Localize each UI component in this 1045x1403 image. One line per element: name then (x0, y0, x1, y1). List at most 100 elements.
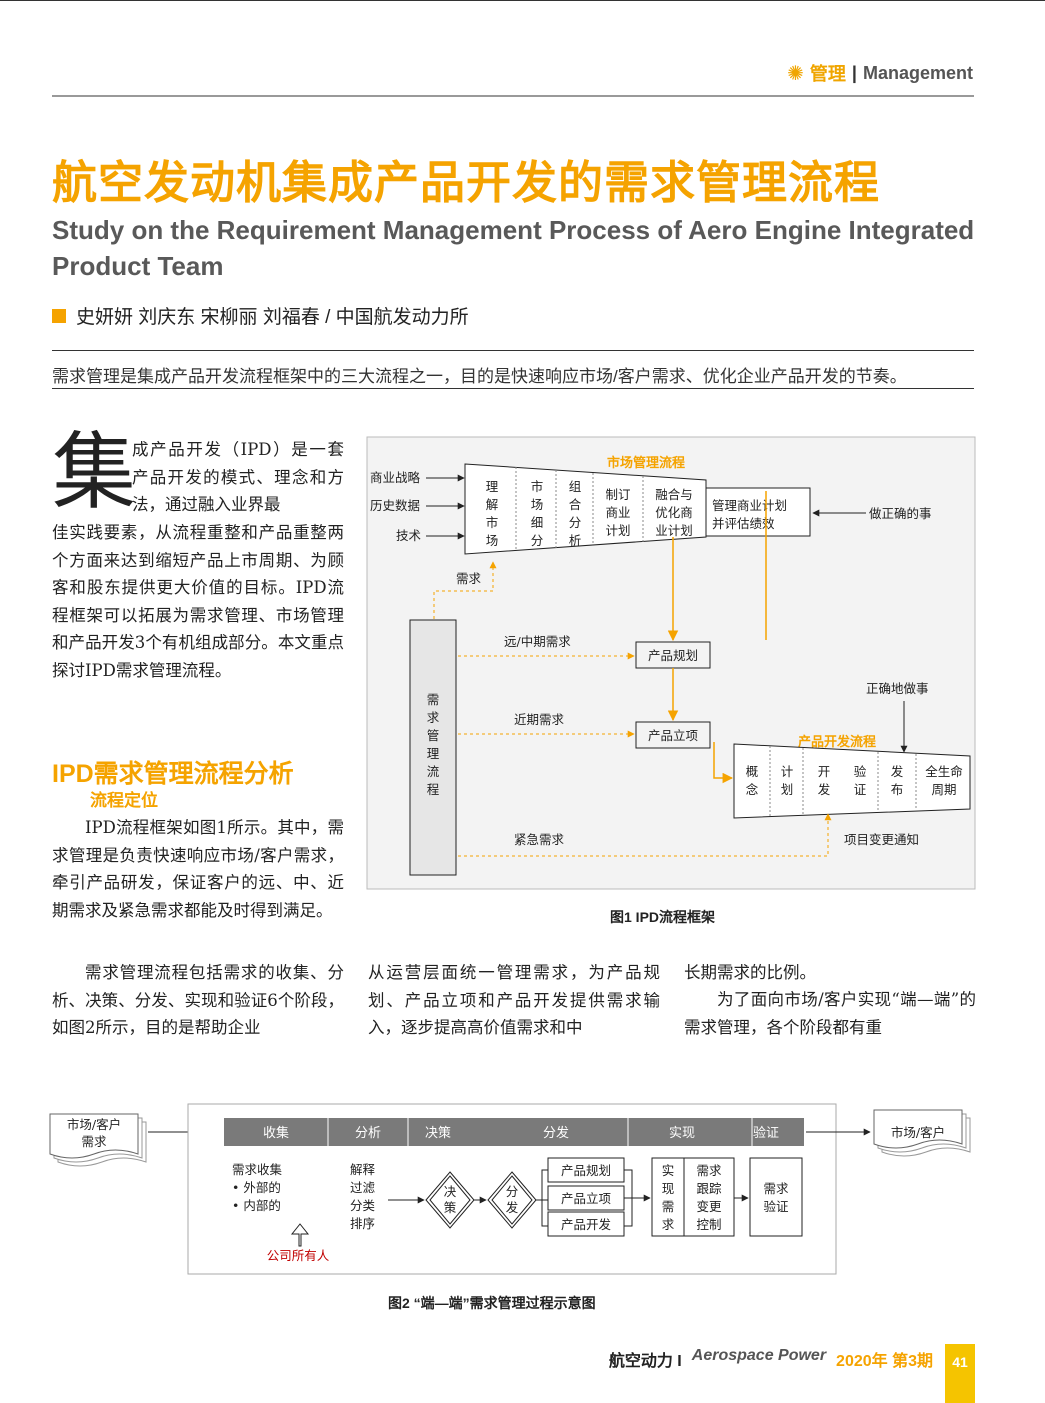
svg-text:验: 验 (854, 764, 867, 779)
product-planning-label: 产品规划 (648, 648, 698, 663)
analyze-classify: 分类 (350, 1198, 376, 1213)
market-step-understand: 理解 市场 (486, 479, 499, 548)
analyze-interpret: 解释 (350, 1162, 376, 1177)
svg-text:发: 发 (506, 1200, 519, 1215)
stage-decide: 决策 (425, 1125, 451, 1141)
svg-text:场: 场 (486, 533, 499, 548)
authors: 史妍妍 刘庆东 宋柳丽 刘福春 / 中国航发动力所 (76, 307, 469, 328)
svg-text:验证: 验证 (763, 1199, 789, 1214)
section-name-en: Management (862, 62, 973, 83)
market-customer-demand-doc: 市场/客户 需求 (49, 1113, 147, 1167)
svg-text:开: 开 (818, 764, 831, 779)
body-paragraph-5: 为了面向市场/客户实现“端—端”的需求管理，各个阶段都有重 (684, 990, 976, 1037)
distribute-diamond (487, 1171, 537, 1229)
drop-cap: 集 (52, 423, 137, 521)
intro-paragraph-rest: 佳实践要素，从流程重整和产品重整两个方面来达到缩短产品上市周期、为顾客和股东提供… (52, 523, 344, 680)
dev-step-develop: 开发 (818, 764, 831, 797)
svg-text:分: 分 (506, 1184, 519, 1199)
market-step-segment: 市场 细分 (531, 479, 544, 548)
svg-text:周期: 周期 (931, 782, 956, 797)
long-mid-term-demand: 远/中期需求 (504, 634, 571, 649)
realize-requirement: 实 现 需 求 (662, 1163, 675, 1232)
stage-analyze: 分析 (355, 1126, 381, 1141)
output-product-project: 产品立项 (561, 1191, 611, 1206)
section-tag: ✺ 管理 | Management (787, 60, 973, 86)
svg-text:市场/客户: 市场/客户 (67, 1117, 121, 1132)
realize-track-box (651, 1157, 735, 1237)
collect-internal: • 内部的 (232, 1198, 281, 1213)
verify-requirement: 需求 验证 (763, 1181, 789, 1214)
market-step-optimize: 融合与 优化商 业计划 (655, 487, 693, 538)
right-doc-label: 市场/客户 (891, 1125, 945, 1140)
end-to-end-figure: 市场/客户 需求 收集 分析 决策 分发 实现 验证 市场/客户 需求收集 • … (49, 1103, 971, 1275)
svg-text:计: 计 (781, 764, 794, 779)
issue-label: 2020年 第3期 (836, 1353, 933, 1370)
do-right-thing-label: 做正确的事 (869, 506, 932, 521)
intro-paragraph-start: 成产品开发（IPD）是一套产品开发的模式、理念和方法，通过融入业界最 (132, 440, 344, 514)
section-subheading: 流程定位 (90, 791, 158, 810)
square-bullet-icon (52, 308, 66, 323)
figure2-caption: 图2 “端—端”需求管理过程示意图 (388, 1295, 596, 1311)
svg-text:需求: 需求 (763, 1181, 789, 1196)
svg-text:市: 市 (531, 479, 544, 494)
svg-text:程: 程 (427, 782, 440, 797)
market-process-title: 市场管理流程 (607, 455, 685, 470)
svg-text:发: 发 (891, 764, 904, 779)
body-paragraph-2: 需求管理流程包括需求的收集、分析、决策、分发、实现和验证6个阶段，如图2所示，目… (52, 963, 344, 1037)
do-things-right-label: 正确地做事 (866, 681, 929, 696)
svg-text:市: 市 (486, 515, 499, 530)
svg-text:细: 细 (531, 515, 544, 530)
company-owner-label: 公司所有人 (267, 1248, 330, 1263)
svg-text:管理商业计划: 管理商业计划 (712, 498, 787, 513)
requirement-management-column (409, 619, 457, 876)
svg-text:跟踪: 跟踪 (696, 1181, 722, 1196)
stage-collect: 收集 (263, 1125, 289, 1141)
article-subtitle: Study on the Requirement Management Proc… (52, 215, 975, 281)
top-border (0, 0, 1045, 1)
svg-text:实: 实 (662, 1163, 675, 1178)
page-number: 41 (945, 1344, 975, 1403)
article-title: 航空发动机集成产品开发的需求管理流程 (52, 157, 881, 208)
svg-text:理: 理 (486, 479, 499, 494)
journal-name-cn: 航空动力 I (608, 1353, 682, 1370)
svg-text:管: 管 (427, 728, 440, 743)
decision-diamond (425, 1171, 475, 1229)
input-business-strategy: 商业战略 (370, 470, 421, 485)
svg-text:控制: 控制 (696, 1217, 721, 1232)
dev-process-title: 产品开发流程 (798, 734, 876, 749)
stage-bar (224, 1118, 804, 1146)
stage-verify: 验证 (753, 1125, 779, 1141)
header-rule (52, 95, 974, 97)
svg-text:解: 解 (486, 497, 499, 512)
output-product-plan: 产品规划 (561, 1163, 611, 1178)
development-funnel (733, 743, 971, 819)
svg-text:决: 决 (444, 1184, 457, 1199)
output-product-dev-box (547, 1211, 625, 1237)
svg-text:析: 析 (569, 533, 582, 548)
gear-icon: ✺ (787, 62, 804, 85)
abstract-top-rule (52, 350, 974, 351)
verify-box (749, 1157, 803, 1237)
svg-text:制订: 制订 (605, 487, 630, 502)
author-line: 史妍妍 刘庆东 宋柳丽 刘福春 / 中国航发动力所 (52, 302, 469, 329)
svg-text:全生命: 全生命 (925, 764, 963, 779)
svg-text:分: 分 (531, 533, 544, 548)
analyze-filter: 过滤 (350, 1180, 376, 1195)
body-paragraph-1: IPD流程框架如图1所示。其中，需求管理是负责快速响应市场/客户需求，牵引产品研… (52, 818, 344, 920)
svg-text:需求: 需求 (696, 1163, 722, 1178)
journal-name-en: Aerospace Power (691, 1347, 827, 1364)
track-change-control: 需求 跟踪 变更 控制 (696, 1163, 722, 1232)
market-customer-doc: 市场/客户 (873, 1109, 971, 1157)
svg-text:需求: 需求 (81, 1134, 107, 1149)
svg-text:合: 合 (569, 497, 582, 512)
svg-text:商业: 商业 (605, 505, 630, 520)
output-product-project-box (547, 1185, 625, 1211)
analyze-sort: 排序 (350, 1216, 375, 1231)
svg-text:融合与: 融合与 (655, 487, 693, 502)
product-project-label: 产品立项 (648, 728, 698, 743)
svg-text:并评估绩效: 并评估绩效 (712, 516, 775, 531)
section-heading: IPD需求管理流程分析 (52, 760, 294, 788)
product-planning-box (635, 641, 711, 669)
abstract: 需求管理是集成产品开发流程框架中的三大流程之一，目的是快速响应市场/客户需求、优… (52, 367, 907, 386)
svg-text:需: 需 (662, 1199, 675, 1214)
